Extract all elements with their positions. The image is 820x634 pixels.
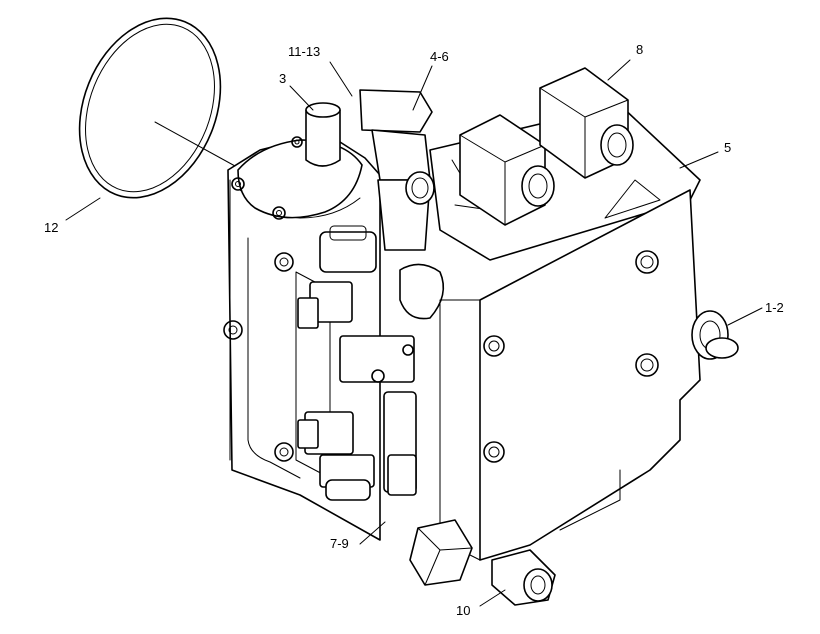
callout-1-2: 1-2 (765, 300, 784, 315)
port-fitting (691, 310, 739, 360)
callout-8: 8 (636, 42, 643, 57)
main-valve-body (439, 179, 701, 561)
callout-12: 12 (44, 220, 58, 235)
o-ring-seal (78, 17, 222, 199)
drain-plug (409, 519, 473, 586)
bottom-fitting (491, 549, 556, 606)
plug-cylinder (305, 102, 341, 167)
coil-box-front (459, 114, 555, 226)
leader-lines (65, 59, 763, 607)
callout-10: 10 (456, 603, 470, 618)
callout-labels: 12 3 11-13 4-6 8 5 1-2 7-9 10 (44, 42, 784, 618)
elbow-fitting (359, 89, 445, 320)
callout-3: 3 (279, 71, 286, 86)
callout-5: 5 (724, 140, 731, 155)
callout-7-9: 7-9 (330, 536, 349, 551)
callout-11-13: 11-13 (288, 44, 320, 59)
coil-box-rear (539, 67, 634, 179)
solenoid-stack (297, 225, 417, 501)
callout-4-6: 4-6 (430, 49, 449, 64)
